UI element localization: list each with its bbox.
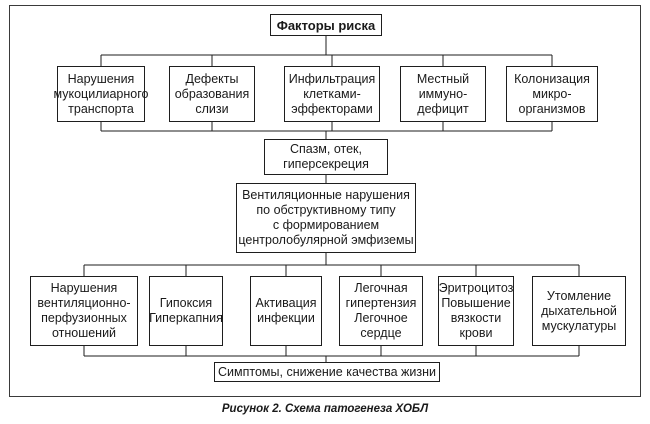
spasm-box: Спазм, отек, гиперсекреция (264, 139, 388, 175)
ventilation-box: Вентиляционные нарушения по обструктивно… (236, 183, 416, 253)
consequence-box-vq-mismatch: Нарушения вентиляционно- перфузионных от… (30, 276, 138, 346)
factor-box-immunodeficit: Местный иммуно- дефицит (400, 66, 486, 122)
consequence-box-hypoxia: Гипоксия Гиперкапния (149, 276, 223, 346)
consequence-box-infection: Активация инфекции (250, 276, 322, 346)
risk-factors-box: Факторы риска (270, 14, 382, 36)
factor-box-mucus-defects: Дефекты образования слизи (169, 66, 255, 122)
symptoms-box: Симптомы, снижение качества жизни (214, 362, 440, 382)
factor-box-mucociliary: Нарушения мукоцилиарного транспорта (54, 66, 148, 122)
diagram-frame (9, 5, 641, 397)
factor-box-infiltration: Инфильтрация клетками- эффекторами (284, 66, 380, 122)
figure-caption: Рисунок 2. Схема патогенеза ХОБЛ (221, 403, 429, 415)
consequence-box-muscle-fatigue: Утомление дыхательной мускулатуры (532, 276, 626, 346)
factor-box-colonization: Колонизация микро- организмов (506, 66, 598, 122)
consequence-box-erythrocytosis: Эритроцитоз Повышение вязкости крови (438, 276, 514, 346)
consequence-box-pulmonary-hypertension: Легочная гипертензия Легочное сердце (339, 276, 423, 346)
